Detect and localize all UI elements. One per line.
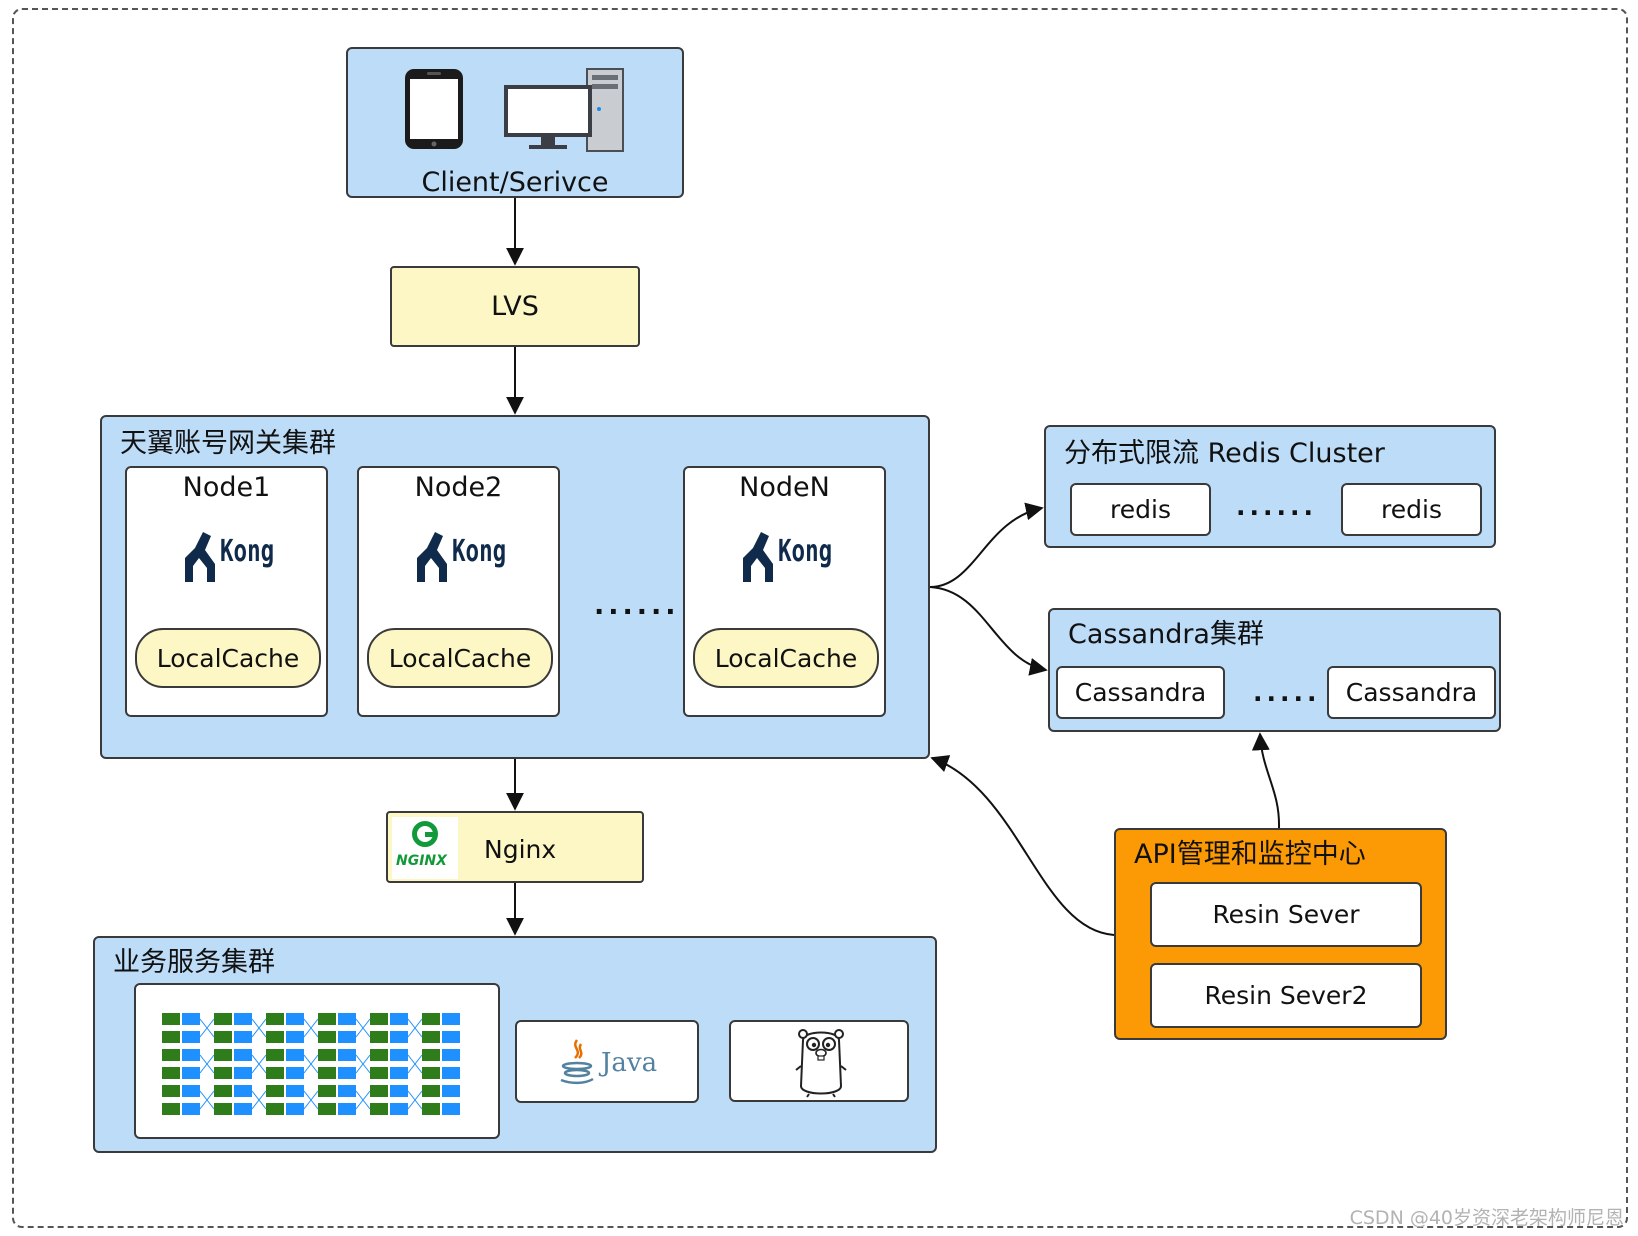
nodes-ellipsis: ...... — [594, 590, 680, 621]
lvs-box: LVS — [390, 266, 640, 347]
node-name: Node1 — [182, 472, 271, 503]
go-card — [729, 1020, 909, 1102]
nginx-label: Nginx — [484, 835, 557, 864]
resin-server: Resin Sever — [1150, 882, 1422, 947]
lvs-label: LVS — [491, 291, 539, 322]
server-rack-grid-card — [134, 983, 500, 1139]
redis-node: redis — [1341, 483, 1482, 536]
node-card: Node1 Kong LocalCache — [125, 466, 328, 717]
kong-logo-text: Kong — [220, 534, 275, 569]
nginx-box: NGINX Nginx — [386, 811, 644, 883]
java-card: Java — [515, 1020, 699, 1103]
diagram-frame — [12, 8, 1628, 1228]
java-logo-icon: Java — [557, 1036, 667, 1092]
server-rack-grid-icon — [162, 1013, 460, 1115]
redis-node: redis — [1070, 483, 1211, 536]
kong-logo-text: Kong — [452, 534, 507, 569]
nginx-logo-text: NGINX — [396, 853, 447, 869]
kong-logo-icon: Kong — [183, 526, 283, 586]
client-label: Client/Serivce — [421, 167, 609, 198]
node-name: Node2 — [414, 472, 503, 503]
cassandra-node: Cassandra — [1327, 666, 1496, 719]
local-cache: LocalCache — [135, 628, 321, 688]
desktop-computer-icon — [504, 68, 624, 152]
business-cluster-title: 业务服务集群 — [113, 947, 275, 978]
kong-logo-icon: Kong — [741, 526, 841, 586]
resin-server: Resin Sever2 — [1150, 963, 1422, 1028]
go-gopher-icon — [795, 1029, 847, 1098]
client-box: Client/Serivce — [346, 47, 684, 198]
nginx-logo-icon: NGINX — [392, 817, 458, 879]
api-management-title: API管理和监控中心 — [1134, 839, 1366, 870]
redis-ellipsis: ...... — [1236, 492, 1317, 521]
kong-logo-text: Kong — [778, 534, 833, 569]
cassandra-node: Cassandra — [1056, 666, 1225, 719]
node-card: NodeN Kong LocalCache — [683, 466, 886, 717]
tablet-icon — [405, 69, 463, 149]
cassandra-ellipsis: ..... — [1253, 678, 1321, 707]
redis-cluster-title: 分布式限流 Redis Cluster — [1064, 438, 1385, 469]
gateway-cluster-title: 天翼账号网关集群 — [120, 428, 336, 459]
watermark: CSDN @40岁资深老架构师尼恩 — [1349, 1207, 1624, 1229]
cassandra-cluster-title: Cassandra集群 — [1068, 619, 1264, 650]
node-card: Node2 Kong LocalCache — [357, 466, 560, 717]
node-name: NodeN — [739, 472, 830, 503]
local-cache: LocalCache — [693, 628, 879, 688]
java-logo-text: Java — [601, 1048, 658, 1078]
local-cache: LocalCache — [367, 628, 553, 688]
kong-logo-icon: Kong — [415, 526, 515, 586]
